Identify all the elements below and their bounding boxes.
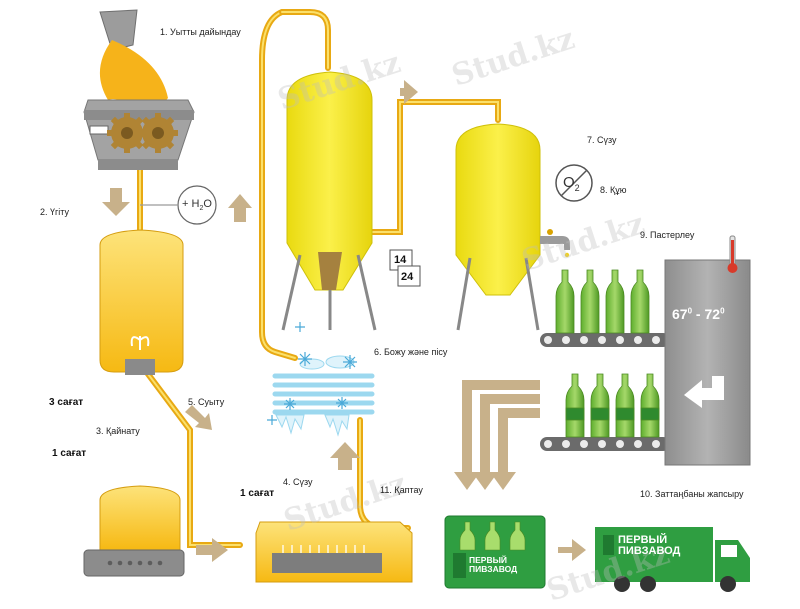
packaging-arrows bbox=[454, 380, 540, 490]
bottles-empty bbox=[555, 269, 650, 334]
flow-arrow bbox=[228, 194, 252, 222]
step-label-malt-preparation: 1. Уытты дайындау bbox=[160, 27, 241, 37]
fermentation-tank bbox=[281, 71, 377, 331]
snowflake-icon bbox=[267, 322, 357, 425]
temp-degree: 0 bbox=[720, 306, 725, 316]
lauter-tun bbox=[255, 521, 413, 583]
step-label-cooling: 5. Суыту bbox=[188, 397, 225, 407]
temp-to: 72 bbox=[704, 306, 721, 322]
temp-degree: 0 bbox=[687, 306, 693, 316]
time-badge-boiling: 1 сағат bbox=[52, 448, 87, 459]
step-label-labelling: 10. Заттаңбаны жапсыру bbox=[640, 489, 744, 499]
pasteurization-temperature: 670 - 720 bbox=[672, 306, 725, 322]
delivery-truck bbox=[595, 527, 750, 592]
crate-brand-line1: ПЕРВЫЙ bbox=[469, 555, 508, 565]
fermentation-days-min: 14 bbox=[394, 254, 407, 266]
truck-brand-line1: ПЕРВЫЙ bbox=[618, 534, 668, 546]
time-badge-filtration: 1 сағат bbox=[240, 488, 275, 499]
water-label: + H2O bbox=[182, 198, 212, 212]
malt-preparation bbox=[83, 9, 195, 170]
wort-cooler bbox=[267, 322, 375, 437]
step-label-mashing: 2. Үгіту bbox=[40, 207, 70, 217]
calendar-icon bbox=[389, 249, 421, 287]
step-label-fermentation: 6. Божу және пісу bbox=[374, 347, 448, 357]
oxygen-label: O2 bbox=[563, 174, 580, 193]
step-label-filtration: 4. Сүзу bbox=[283, 477, 313, 487]
boiling-kettle bbox=[83, 485, 185, 577]
flow-arrow bbox=[196, 538, 228, 562]
temp-dash: - bbox=[692, 306, 705, 322]
oxygen-subscript: 2 bbox=[574, 183, 580, 193]
fermentation-days-max: 24 bbox=[401, 271, 414, 283]
flow-arrow bbox=[558, 539, 586, 561]
step-label-packaging: 11. Қаптау bbox=[380, 485, 423, 495]
return-arrow-icon bbox=[684, 376, 724, 408]
step-label-bottling: 8. Құю bbox=[600, 185, 627, 195]
conveyor-bottom bbox=[540, 437, 670, 451]
water-text: + H bbox=[182, 198, 200, 210]
flow-arrow bbox=[185, 405, 212, 430]
truck-brand: ПЕРВЫЙ ПИВЗАВОД bbox=[618, 535, 680, 557]
step-label-pasteurization: 9. Пастерлеу bbox=[640, 230, 695, 240]
flow-arrow bbox=[330, 442, 360, 470]
gear-icon bbox=[138, 113, 178, 153]
no-oxygen-icon bbox=[555, 164, 593, 202]
truck-brand-line2: ПИВЗАВОД bbox=[618, 545, 681, 557]
step-label-boiling: 3. Қайнату bbox=[96, 426, 140, 436]
conveyor-top bbox=[540, 333, 670, 347]
beer-crate bbox=[444, 515, 546, 589]
step-label-second-filtration: 7. Сүзу bbox=[587, 135, 617, 145]
filtration-tank bbox=[455, 123, 541, 331]
crate-brand: ПЕРВЫЙ ПИВЗАВОД bbox=[469, 556, 517, 574]
water-addition bbox=[140, 185, 217, 225]
oxygen-text: O bbox=[563, 174, 575, 191]
flow-arrow bbox=[102, 188, 130, 216]
bottles-labelled bbox=[565, 373, 660, 438]
flow-arrow bbox=[400, 80, 418, 104]
temp-from: 67 bbox=[672, 306, 688, 322]
mash-tun bbox=[99, 229, 184, 375]
tap-icon bbox=[540, 229, 570, 258]
gear-icon bbox=[107, 113, 147, 153]
water-subscript: 2 bbox=[199, 205, 204, 213]
pasteurizer bbox=[664, 235, 751, 466]
pipes bbox=[137, 9, 501, 548]
time-badge-mashing: 3 сағат bbox=[49, 397, 84, 408]
crate-brand-line2: ПИВЗАВОД bbox=[469, 564, 518, 574]
water-tail: O bbox=[203, 198, 212, 210]
